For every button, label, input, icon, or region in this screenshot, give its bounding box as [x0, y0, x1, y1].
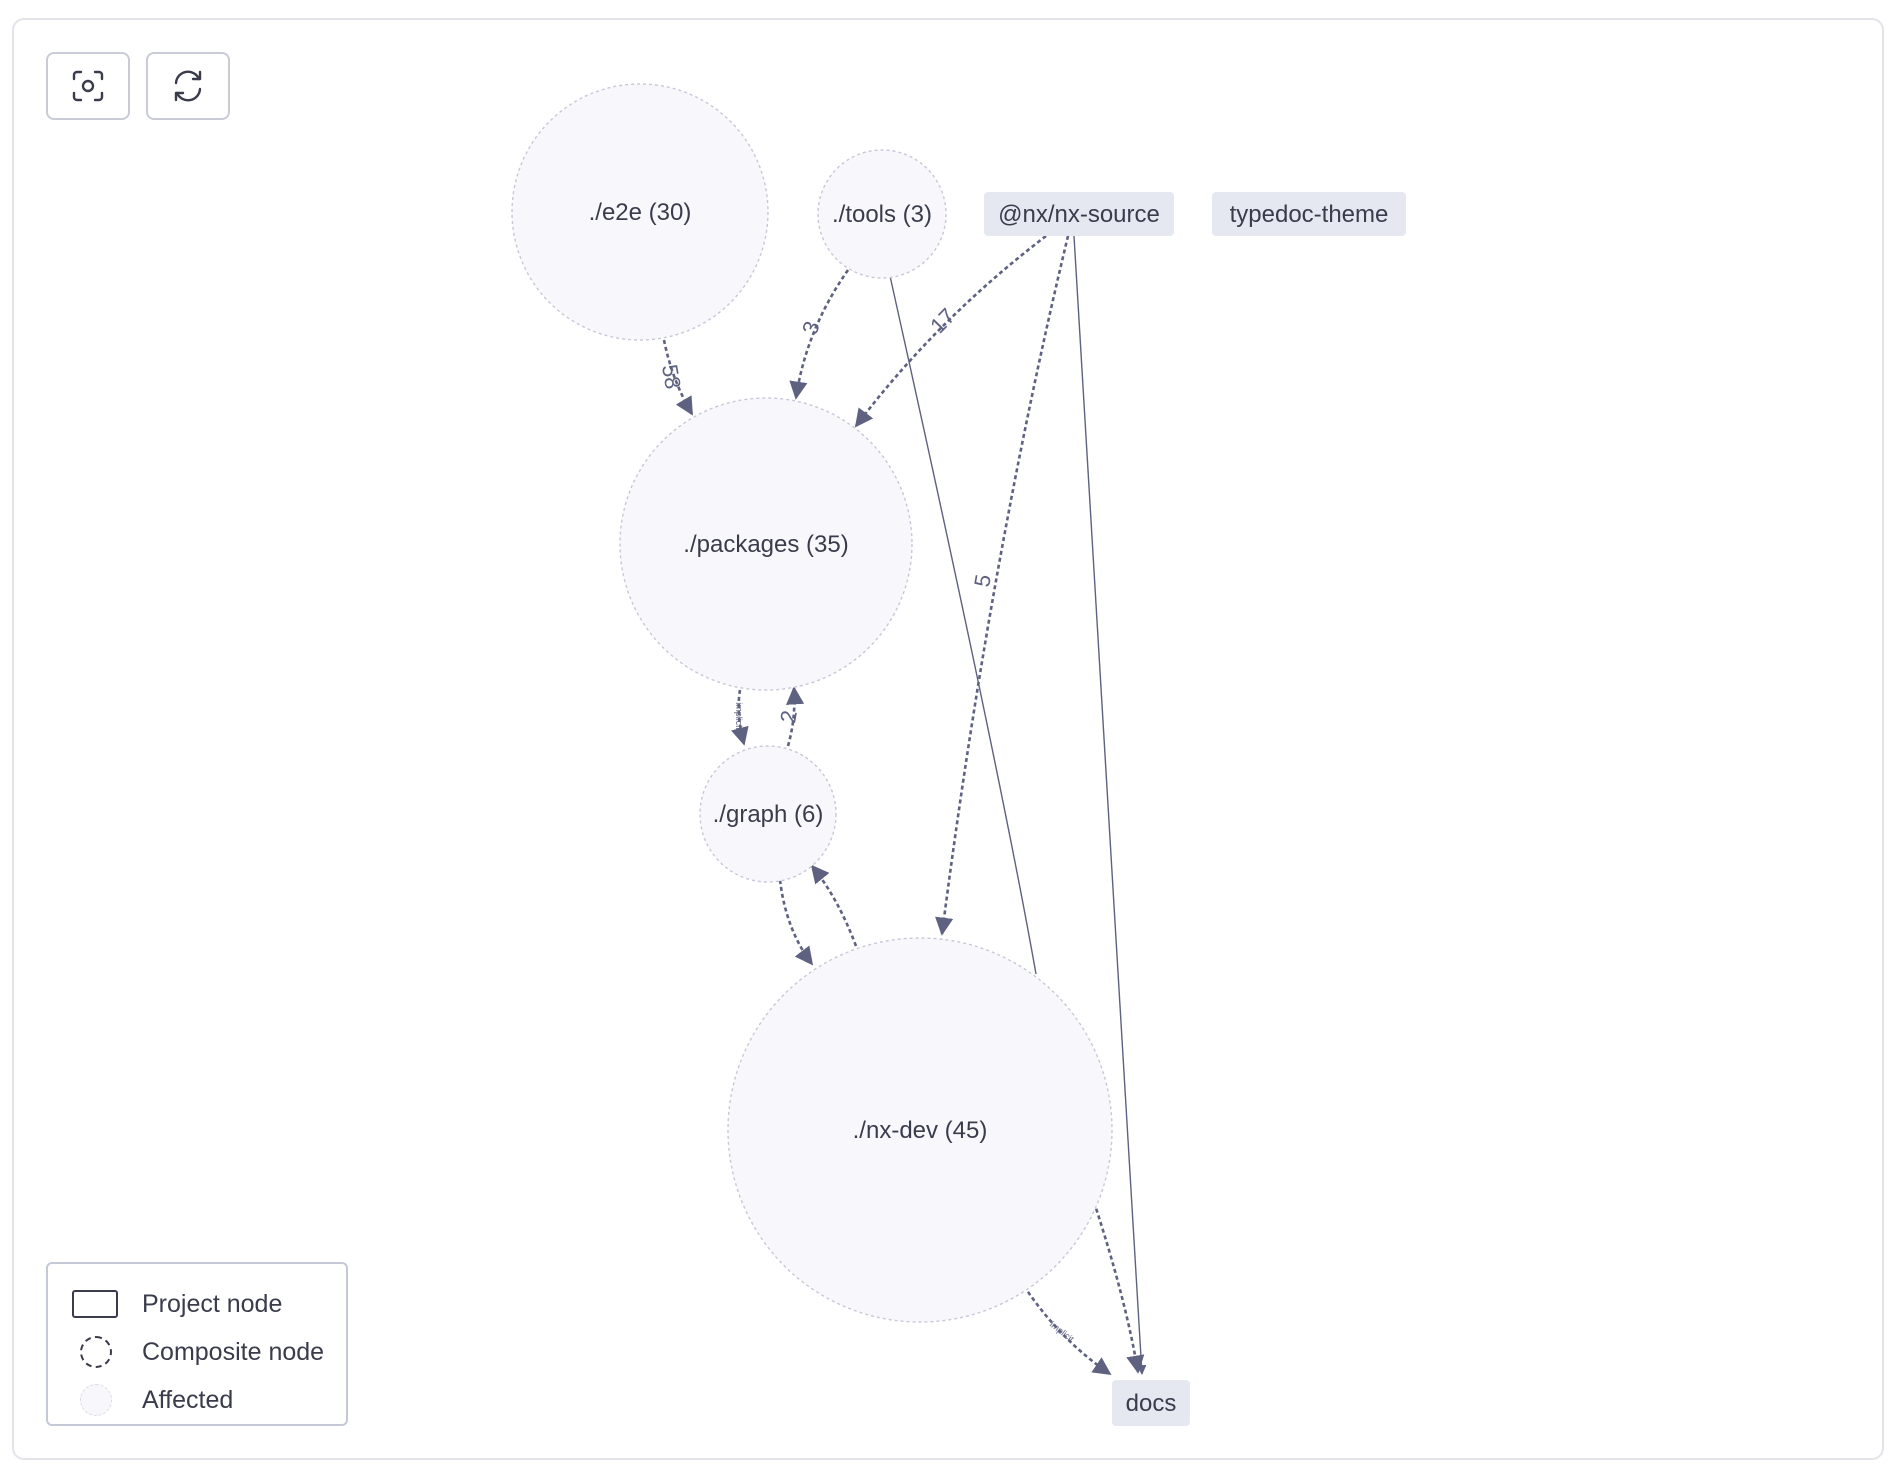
edge-nxdev-to-docs-implicit[interactable] — [1022, 1285, 1112, 1376]
fit-view-button[interactable] — [46, 52, 130, 120]
affected-swatch — [80, 1384, 112, 1416]
composite-node-packages[interactable]: ./packages (35) — [619, 397, 913, 691]
composite-node-tools[interactable]: ./tools (3) — [817, 149, 947, 279]
node-label: @nx/nx-source — [998, 201, 1160, 228]
project-node-nx-source[interactable]: @nx/nx-source — [984, 192, 1174, 236]
composite-node-nx-dev[interactable]: ./nx-dev (45) — [727, 937, 1113, 1323]
node-label: typedoc-theme — [1230, 201, 1389, 228]
edge-label-graph-packages: 2 — [775, 708, 802, 724]
legend-item-affected: Affected — [72, 1376, 346, 1424]
edge-graph-to-packages[interactable] — [786, 686, 805, 747]
node-label: ./tools (3) — [832, 201, 932, 228]
node-label: ./graph (6) — [713, 801, 824, 828]
reset-layout-button[interactable] — [146, 52, 230, 120]
legend-label: Affected — [142, 1385, 234, 1414]
edge-nxsource-to-packages[interactable] — [854, 234, 1047, 428]
legend-item-project: Project node — [72, 1280, 346, 1328]
edge-label-tools-packages: 3 — [797, 318, 825, 337]
legend-label: Composite node — [142, 1337, 325, 1366]
edge-e2e-to-packages[interactable] — [662, 339, 694, 416]
edge-label-packages-graph: implicit — [734, 702, 744, 730]
node-label: ./nx-dev (45) — [853, 1117, 988, 1144]
edge-nxsource-to-nxdev[interactable] — [935, 235, 1070, 936]
edge-label-e2e-packages: 58 — [657, 362, 686, 390]
project-node-typedoc-theme[interactable]: typedoc-theme — [1212, 192, 1406, 236]
composite-node-swatch — [80, 1336, 112, 1368]
node-label: ./e2e (30) — [589, 199, 692, 226]
edge-packages-to-graph[interactable] — [730, 689, 749, 746]
composite-node-e2e[interactable]: ./e2e (30) — [511, 83, 769, 341]
node-label: ./packages (35) — [683, 531, 848, 558]
refresh-icon — [174, 70, 202, 102]
edge-tools-to-packages[interactable] — [789, 269, 850, 400]
edge-label-nxsource-packages: 17 — [925, 303, 960, 338]
focus-camera-icon — [72, 70, 104, 102]
edge-label-nxsource-nxdev: 5 — [969, 572, 996, 588]
project-node-docs[interactable]: docs — [1112, 1380, 1190, 1426]
edge-label-nxdev-docs: implicit — [1048, 1319, 1076, 1344]
edge-graph-to-nxdev[interactable] — [778, 879, 814, 966]
project-node-swatch — [72, 1290, 118, 1318]
edge-nxdev-to-graph[interactable] — [810, 864, 858, 947]
edge-tools-to-nxdev[interactable] — [889, 275, 1037, 975]
node-label: docs — [1126, 1390, 1177, 1417]
legend: Project node Composite node Affected — [46, 1262, 348, 1426]
edge-nxdev-to-docs[interactable] — [1092, 1201, 1145, 1374]
legend-item-composite: Composite node — [72, 1328, 346, 1376]
legend-label: Project node — [142, 1289, 283, 1318]
composite-node-graph[interactable]: ./graph (6) — [699, 745, 837, 883]
